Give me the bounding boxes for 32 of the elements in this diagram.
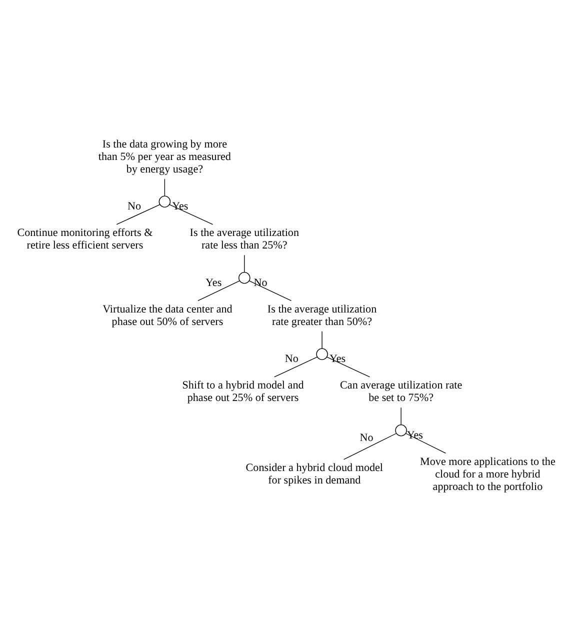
connector bbox=[169, 204, 214, 225]
connector bbox=[244, 254, 245, 273]
connector bbox=[274, 356, 318, 378]
edge-label: Yes bbox=[206, 276, 222, 289]
edge-label: No bbox=[284, 353, 298, 366]
edge-label: Yes bbox=[329, 353, 346, 366]
node-text: Is the average utilization rate less than 25%? bbox=[190, 227, 300, 252]
connector bbox=[326, 356, 370, 378]
node-circle bbox=[395, 424, 407, 436]
connector bbox=[164, 178, 166, 196]
edge-label: No bbox=[254, 276, 268, 289]
edge-label: Yes bbox=[406, 429, 423, 442]
node-text: Consider a hybrid cloud model for spikes in demand bbox=[246, 462, 384, 487]
connector bbox=[116, 204, 160, 225]
connector bbox=[248, 280, 292, 302]
node-text: Is the data growing by more than 5% per year as measured by energy usage? bbox=[98, 138, 231, 176]
node-circle bbox=[316, 348, 328, 360]
node-circle bbox=[238, 272, 250, 284]
node-text: Move more applications to the cloud for a more hybrid approach to the portfolio bbox=[420, 456, 556, 493]
edge-label: No bbox=[360, 432, 374, 444]
edge-label: Yes bbox=[172, 200, 188, 213]
connector bbox=[406, 433, 446, 454]
node-circle bbox=[158, 196, 171, 208]
connector bbox=[400, 407, 402, 426]
node-text: Virtualize the data center and phase out 50% of servers bbox=[102, 303, 232, 328]
node-text: Shift to a hybrid model and phase out 25% of servers bbox=[182, 380, 304, 404]
connector bbox=[198, 280, 240, 302]
node-text: Is the average utilization rate greater than 50%? bbox=[267, 303, 377, 328]
node-text: Can average utilization rate be set to 75%? bbox=[340, 380, 462, 404]
node-text: Continue monitoring efforts & retire less efficient servers bbox=[17, 227, 153, 252]
connector bbox=[343, 433, 396, 460]
edge-label: No bbox=[128, 200, 142, 213]
